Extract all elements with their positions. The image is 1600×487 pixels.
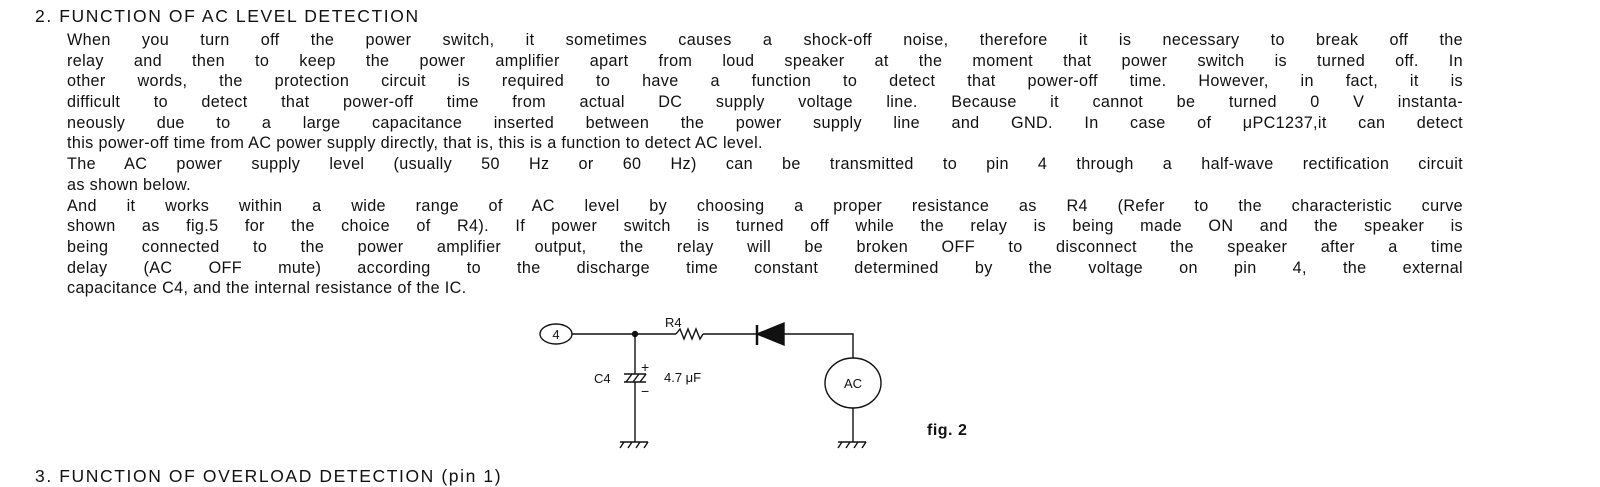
ground-icon <box>619 441 649 449</box>
paragraph-line: When you turn off the power switch, it s… <box>67 31 1463 49</box>
ground-icon <box>837 441 867 449</box>
section-2-body: When you turn off the power switch, it s… <box>67 30 1463 299</box>
paragraph-line: capacitance C4, and the internal resista… <box>67 279 467 298</box>
section-3-heading: 3. FUNCTION OF OVERLOAD DETECTION (pin 1… <box>35 466 503 486</box>
capacitor-c4-label: C4 <box>594 371 611 386</box>
paragraph-line: other words, the protection circuit is r… <box>67 72 1463 91</box>
pin-4-label: 4 <box>552 327 559 342</box>
capacitor-minus: − <box>641 383 649 399</box>
wire <box>784 333 854 358</box>
paragraph-line: relay and then to keep the power amplifi… <box>67 51 1463 70</box>
figure-caption: fig. 2 <box>927 422 968 439</box>
ac-source-label: AC <box>844 376 862 391</box>
paragraph-line: The AC power supply level (usually 50 Hz… <box>67 155 1463 174</box>
capacitor-value: 4.7 μF <box>664 370 701 385</box>
paragraph-line: And it works within a wide range of AC l… <box>67 196 1463 215</box>
section-2-heading: 2. FUNCTION OF AC LEVEL DETECTION <box>35 6 420 26</box>
paragraph-line: shown as fig.5 for the choice of R4). If… <box>67 217 1463 236</box>
diode-icon <box>755 321 785 347</box>
paragraph-line: this power-off time from AC power supply… <box>67 134 763 153</box>
capacitor-c4-symbol <box>624 373 647 383</box>
paragraph-line: delay (AC OFF mute) according to the dis… <box>67 258 1463 277</box>
paragraph-line: neously due to a large capacitance inser… <box>67 113 1463 132</box>
resistor-r4-label: R4 <box>665 315 682 330</box>
paragraph-line: difficult to detect that power-off time … <box>67 93 1463 112</box>
resistor-r4-symbol <box>675 327 704 341</box>
paragraph-line: being connected to the power amplifier o… <box>67 237 1463 256</box>
capacitor-plus: + <box>641 359 649 375</box>
paragraph-line: as shown below. <box>67 175 192 194</box>
